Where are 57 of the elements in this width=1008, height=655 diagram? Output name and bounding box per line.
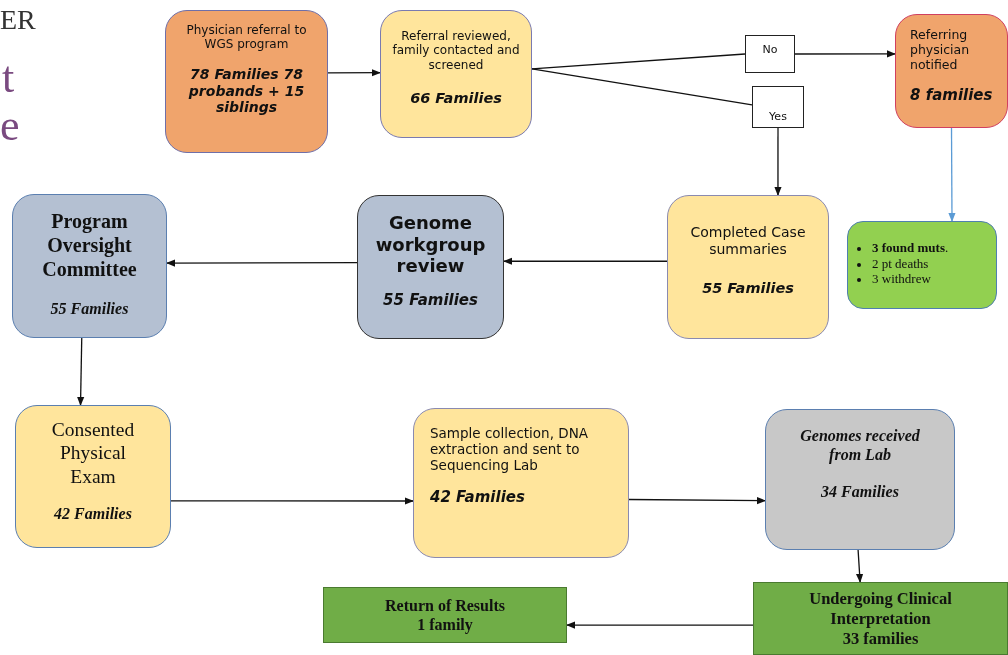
arrow (170, 497, 414, 505)
decision-box (753, 582, 1008, 655)
process-box (413, 408, 629, 558)
box-title: Genome workgroup review (374, 212, 487, 277)
arrow (948, 127, 956, 222)
box-title: Yes (769, 109, 787, 123)
family-count: 78 Families 78 probands + 15 siblings (187, 65, 306, 117)
family-count: 55 Families (383, 290, 478, 309)
bullet-item: 3 withdrew (872, 271, 949, 287)
box-title: Return of Results (385, 595, 505, 615)
arrow (628, 496, 766, 505)
box-title: Completed Case summaries (689, 224, 807, 258)
decision-box (323, 587, 567, 643)
family-count: 33 families (842, 628, 919, 649)
arrow (77, 337, 85, 406)
box-title: Genomes received from Lab (799, 426, 921, 465)
bullet-item: 2 pt deaths (872, 255, 949, 272)
box-title: Referring physician notified (910, 27, 971, 72)
decision-box (745, 35, 795, 73)
process-box (380, 10, 532, 138)
family-count: 8 families (910, 86, 993, 104)
family-count: 66 Families (410, 90, 502, 108)
box-title: Undergoing Clinical Interpretation (808, 589, 953, 629)
arrow (566, 621, 754, 629)
box-title: No (762, 43, 778, 57)
family-count: 34 Families (821, 482, 899, 502)
family-count: 55 Families (702, 279, 794, 297)
arrow (327, 69, 381, 77)
box-title: Consented Physical Exam (50, 418, 136, 489)
connector-line (531, 68, 753, 106)
box-title: Program Oversight Committee (41, 209, 138, 281)
box-title: Referral reviewed, family contacted and screened (391, 29, 521, 73)
arrow (855, 549, 864, 583)
process-box (847, 221, 997, 309)
process-box (765, 409, 955, 550)
box-title: Physician referral to WGS program (185, 23, 308, 52)
bullet-item: 3 found muts. (872, 240, 949, 256)
process-box (12, 194, 167, 338)
family-count: 42 Families (54, 504, 132, 524)
process-box (165, 10, 328, 153)
title-fragment: ER (0, 6, 36, 34)
family-count: 55 Families (50, 299, 129, 319)
family-count: 42 Families (430, 487, 525, 506)
arrow (774, 127, 782, 196)
box-title: Sample collection, DNA extraction and sent to Sequencing Lab (430, 425, 589, 474)
title-fragment: e (0, 104, 20, 148)
connector-line (531, 53, 746, 70)
process-box (895, 14, 1008, 128)
family-count: 1 family (417, 615, 473, 635)
arrow (503, 257, 668, 265)
process-box (667, 195, 829, 339)
process-box (357, 195, 504, 339)
arrow (794, 50, 896, 58)
process-box (15, 405, 171, 548)
title-fragment: t (2, 56, 15, 100)
arrow (166, 259, 358, 267)
decision-box (752, 86, 804, 128)
